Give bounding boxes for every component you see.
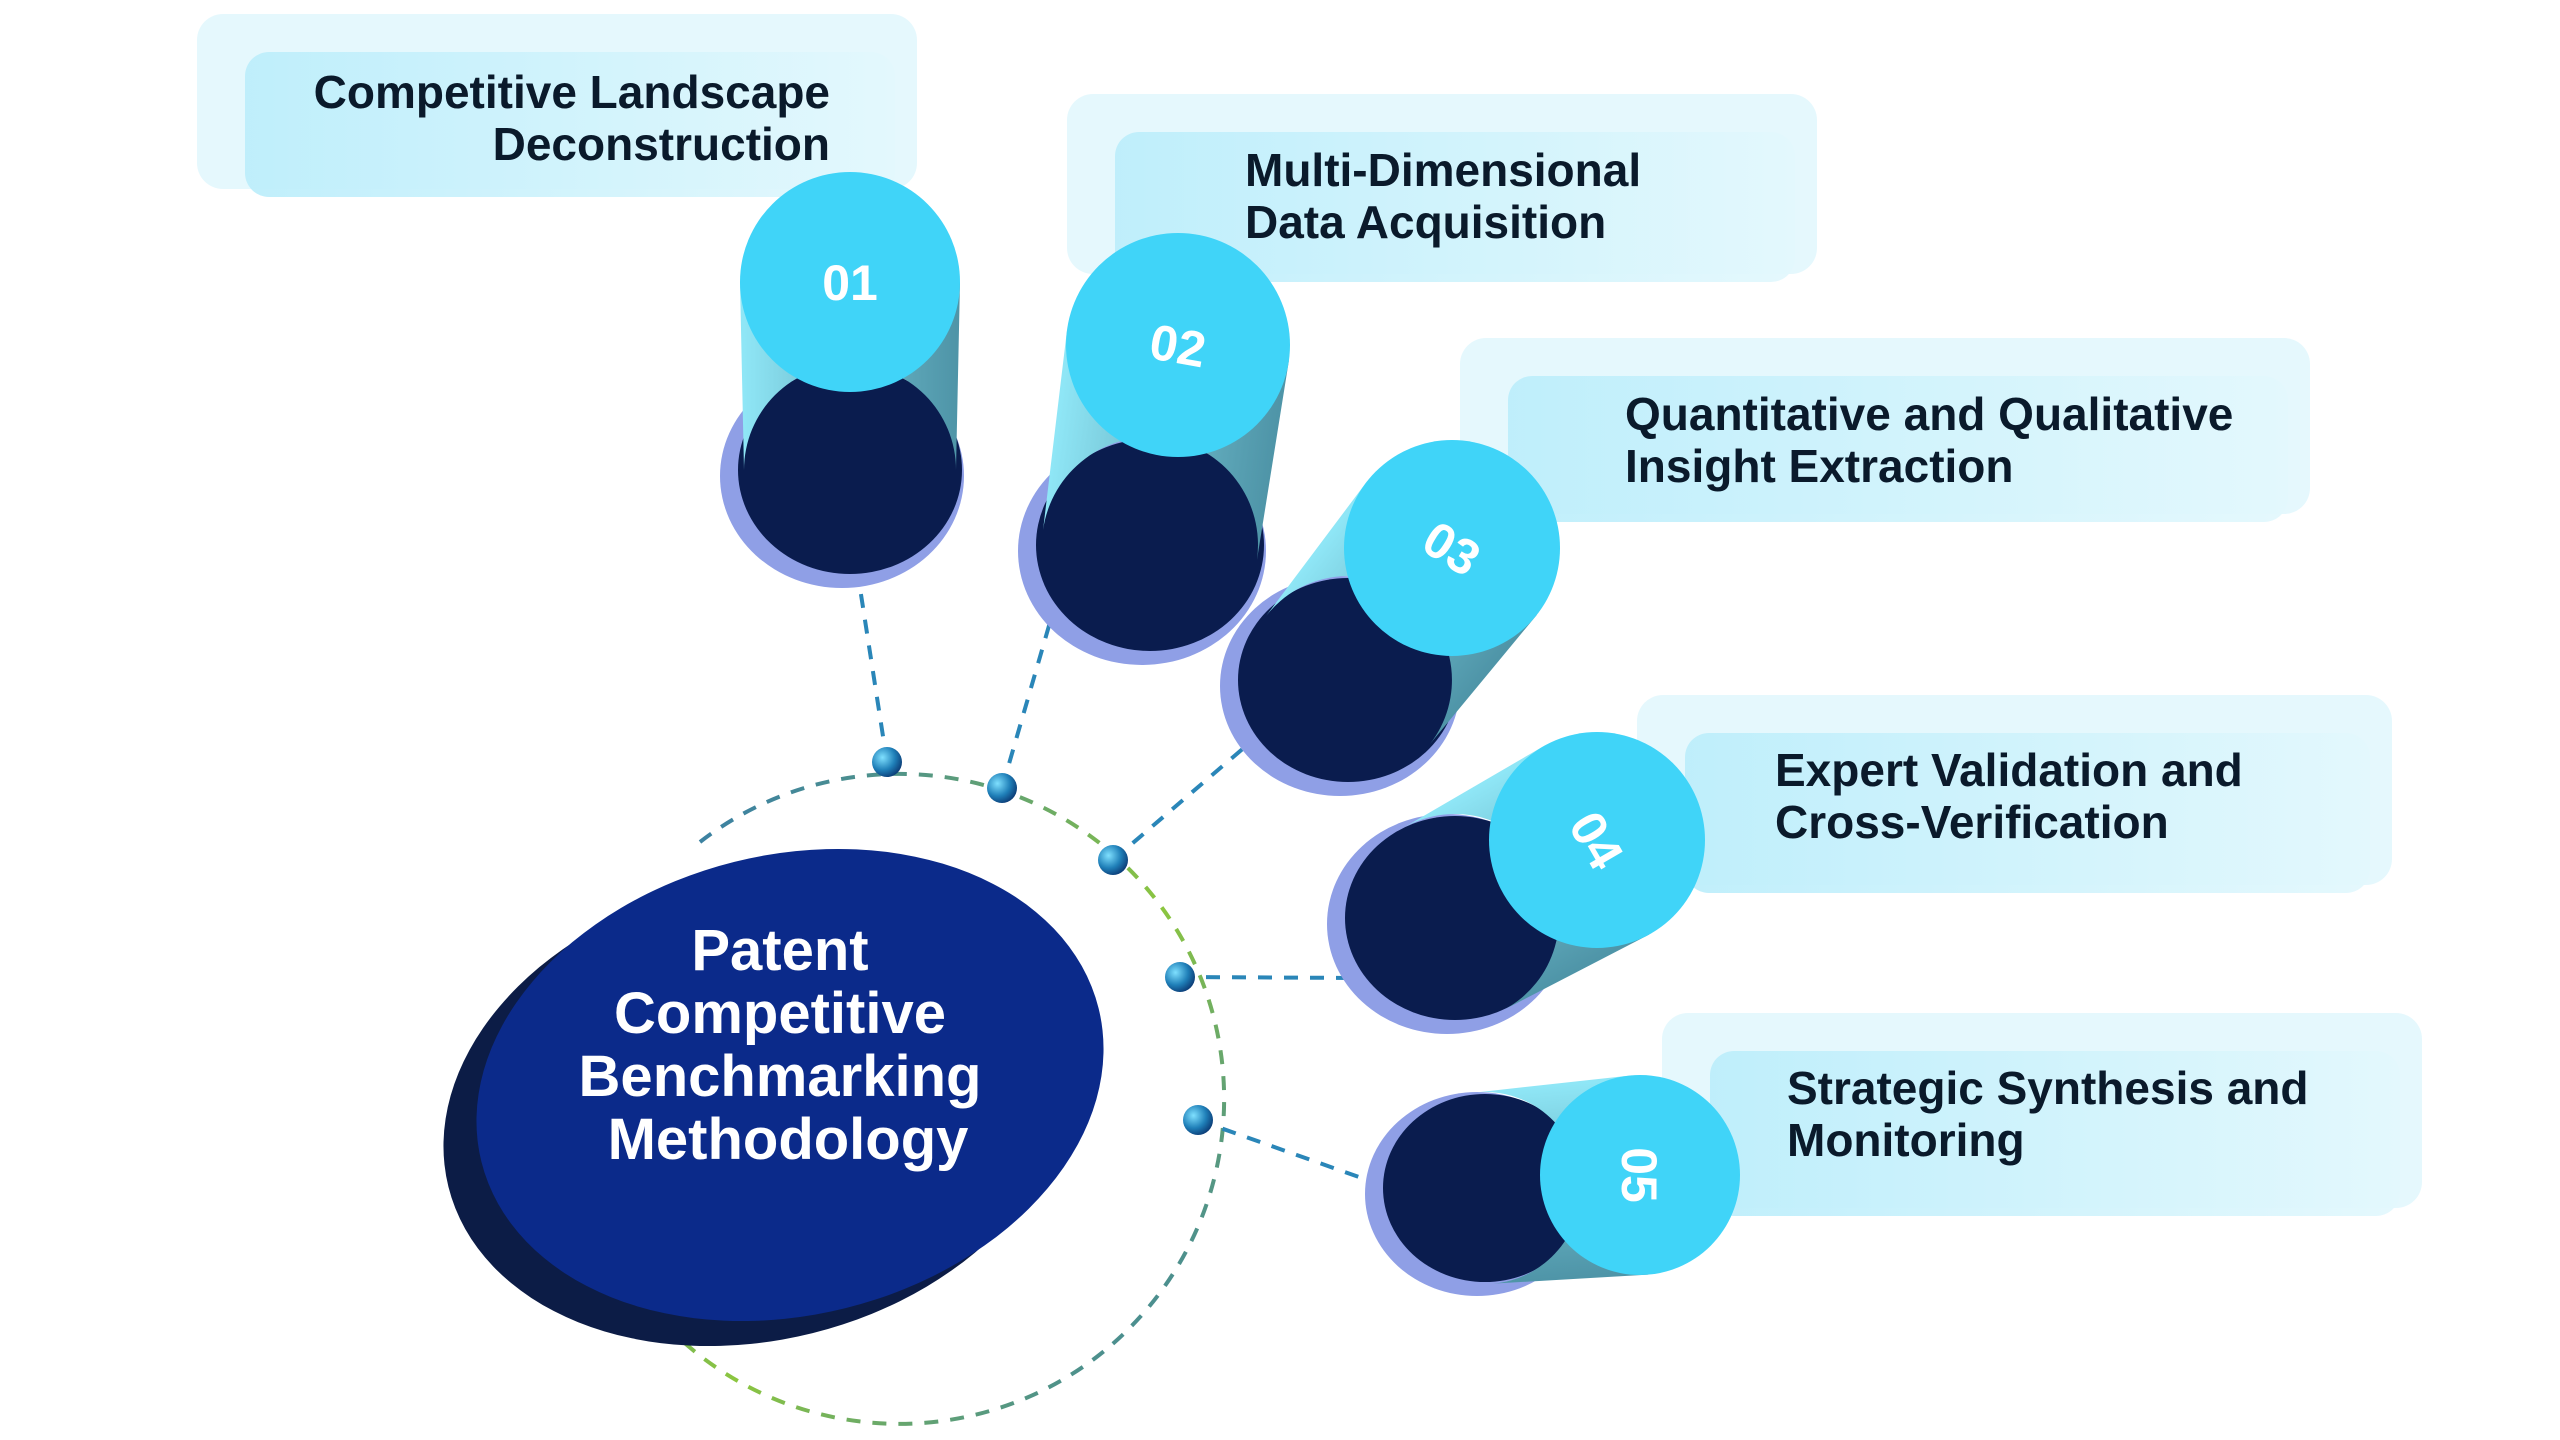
step-cylinder-2: 02	[1018, 233, 1290, 665]
step-title-line: Quantitative and Qualitative	[1625, 388, 2233, 440]
step-card-5: Strategic Synthesis andMonitoring	[1662, 1013, 2422, 1216]
step-title-line: Expert Validation and	[1775, 744, 2243, 796]
step-title-line: Multi-Dimensional	[1245, 144, 1641, 196]
step-card-3: Quantitative and QualitativeInsight Extr…	[1460, 338, 2310, 522]
connector-node-2	[987, 773, 1017, 803]
center-title-line: Benchmarking	[579, 1044, 982, 1109]
connector-node-1	[872, 747, 902, 777]
step-title-line: Monitoring	[1787, 1114, 2025, 1166]
step-title-line: Competitive Landscape	[314, 66, 830, 118]
step-cylinder-1: 01	[720, 172, 964, 588]
step-number-1: 01	[822, 255, 878, 311]
connector-spoke-4	[1180, 977, 1360, 978]
step-title-line: Deconstruction	[493, 118, 830, 170]
step-number-5: 05	[1611, 1147, 1667, 1203]
step-number-2: 02	[1146, 314, 1211, 379]
connector-spoke-5	[1198, 1120, 1390, 1188]
center-title-line: Methodology	[608, 1107, 969, 1172]
step-cylinder-3: 03	[1220, 440, 1560, 796]
step-title-line: Cross-Verification	[1775, 796, 2169, 848]
step-card-4: Expert Validation andCross-Verification	[1637, 695, 2392, 893]
center-disc: PatentCompetitiveBenchmarkingMethodology	[393, 785, 1154, 1410]
connector-node-4	[1165, 962, 1195, 992]
step-title-line: Data Acquisition	[1245, 196, 1606, 248]
step-cylinder-5: 05	[1365, 1075, 1740, 1296]
center-layer: PatentCompetitiveBenchmarkingMethodology	[393, 785, 1154, 1410]
step-card-1: Competitive LandscapeDeconstruction	[197, 14, 917, 197]
step-title-2: Multi-DimensionalData Acquisition	[1245, 144, 1641, 248]
center-title-line: Patent	[691, 918, 868, 983]
connector-spoke-2	[1002, 605, 1055, 788]
center-title-line: Competitive	[614, 981, 946, 1046]
step-title-line: Insight Extraction	[1625, 440, 2013, 492]
step-title-line: Strategic Synthesis and	[1787, 1062, 2309, 1114]
connector-spoke-1	[860, 588, 887, 762]
connector-node-5	[1183, 1105, 1213, 1135]
connector-spoke-3	[1113, 740, 1253, 860]
connector-node-3	[1098, 845, 1128, 875]
